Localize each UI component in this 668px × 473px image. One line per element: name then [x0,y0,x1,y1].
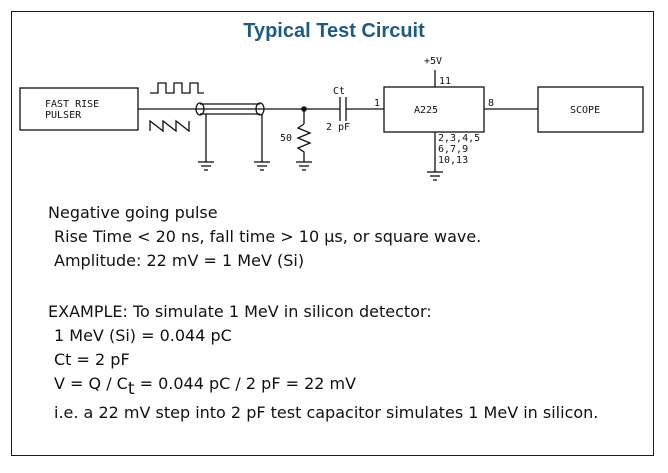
pulser-label-2: PULSER [45,110,82,121]
capacitor-label: Ct [333,86,345,97]
voltage-subscript: t [127,379,135,399]
pulser-box [19,87,139,131]
supply-label: +5V [424,56,442,67]
scope-label: SCOPE [570,105,600,116]
pulse-notes: Negative going pulse Rise Time < 20 ns, … [48,201,481,273]
sawtooth-wave-icon [149,119,190,133]
junction-dot [301,106,307,112]
conclusion-line: i.e. a 22 mV step into 2 pF test capacit… [54,403,599,422]
pulser-label-1: FAST RISE [45,99,99,110]
resistor-symbol [296,123,312,162]
ct-line: Ct = 2 pF [54,350,130,369]
ground-icon [427,171,443,181]
voltage-suffix: = 0.044 pC / 2 pF = 22 mV [134,374,357,393]
amplitude-note: Amplitude: 22 mV = 1 MeV (Si) [54,251,305,270]
coax-cable [195,102,265,116]
voltage-line: V = Q / Ct = 0.044 pC / 2 pF = 22 mV [48,372,598,401]
ground-icon [198,161,214,171]
ic-box [383,86,485,133]
voltage-prefix: V = Q / C [54,374,128,393]
figure-title: Typical Test Circuit [243,20,425,42]
capacitor-value: 2 pF [326,122,350,133]
input-pin: 1 [374,98,380,109]
example-notes: EXAMPLE: To simulate 1 MeV in silicon de… [48,300,598,425]
circuit-diagram: FAST RISE PULSER Ct 2 pF 50 +5V 11 1 8 A… [19,56,644,181]
ground-pins-3: 10,13 [438,155,468,166]
scope-box [537,86,644,133]
ic-label: A225 [414,105,438,116]
output-pin: 8 [488,98,494,109]
rise-time-note: Rise Time < 20 ns, fall time > 10 µs, or… [54,227,482,246]
pulse-heading: Negative going pulse [48,203,218,222]
ground-icon [296,161,312,171]
ground-icon [254,161,270,171]
ground-pins-1: 2,3,4,5 [438,133,480,144]
ground-pins-2: 6,7,9 [438,144,468,155]
supply-pin: 11 [439,76,451,87]
resistor-value: 50 [280,133,292,144]
charge-line: 1 MeV (Si) = 0.044 pC [54,326,232,345]
example-heading: EXAMPLE: To simulate 1 MeV in silicon de… [48,302,432,321]
square-wave-icon [150,82,204,94]
figure-frame [11,11,654,456]
